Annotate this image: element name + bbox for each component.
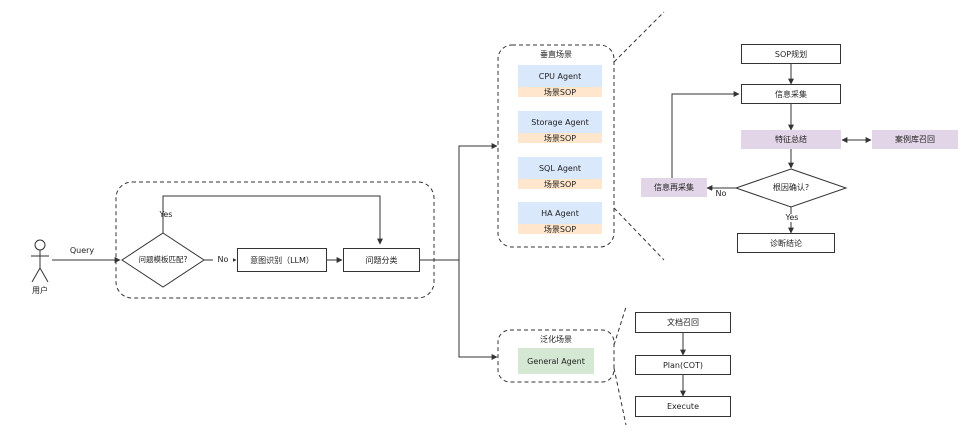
intent-recognition-box[interactable]: 意图识别（LLM） — [237, 248, 327, 272]
vertical-group-frame — [497, 44, 615, 248]
plan-cot-box[interactable]: Plan(COT) — [635, 355, 731, 375]
info-recollect-box[interactable]: 信息再采集 — [641, 178, 707, 197]
zoom-line-bottom — [613, 207, 665, 261]
branch-to-vertical-arrow — [458, 143, 498, 260]
general-agent-box[interactable]: General Agent — [518, 348, 594, 374]
user-label: 用户 — [32, 286, 48, 295]
template-match-label: 问题模板匹配? — [138, 255, 188, 264]
recollect-loop-arrow — [671, 91, 740, 178]
ha-agent-box[interactable]: HA Agent — [518, 202, 602, 224]
stick-figure-user-icon — [31, 239, 49, 283]
yes-loop-arrow — [162, 195, 383, 245]
no-label: No — [213, 256, 233, 264]
ha-sop-box: 场景SOP — [518, 224, 602, 234]
case-recall-box[interactable]: 案例库召回 — [872, 130, 958, 149]
question-classify-box[interactable]: 问题分类 — [343, 248, 420, 272]
yes-label: Yes — [159, 210, 173, 219]
zoom-line-general-top — [613, 306, 627, 346]
general-group-title: 泛化场景 — [540, 335, 572, 344]
storage-agent-box[interactable]: Storage Agent — [518, 111, 602, 133]
pipeline-group-frame — [115, 181, 435, 299]
decision-no-label: No — [712, 190, 730, 198]
sql-agent-box[interactable]: SQL Agent — [518, 157, 602, 179]
vertical-group-title: 垂直场景 — [540, 50, 572, 59]
general-group-frame — [497, 329, 615, 383]
zoom-line-general-bottom — [613, 367, 627, 426]
query-label: Query — [69, 246, 95, 255]
branch-to-general-arrow — [458, 260, 498, 360]
storage-sop-box: 场景SOP — [518, 133, 602, 143]
cpu-agent-box[interactable]: CPU Agent — [518, 65, 602, 87]
diagnosis-box[interactable]: 诊断结论 — [737, 233, 835, 253]
sql-sop-box: 场景SOP — [518, 179, 602, 189]
decision-yes-label: Yes — [782, 214, 802, 222]
zoom-line-top — [613, 11, 665, 63]
info-collect-box[interactable]: 信息采集 — [741, 84, 841, 104]
root-cause-label: 根因确认? — [772, 183, 810, 192]
doc-recall-box[interactable]: 文档召回 — [635, 312, 731, 333]
feature-summary-box[interactable]: 特征总结 — [741, 130, 841, 149]
template-match-diamond — [121, 232, 205, 288]
sop-plan-box[interactable]: SOP规划 — [741, 44, 841, 64]
cpu-sop-box: 场景SOP — [518, 87, 602, 97]
execute-box[interactable]: Execute — [635, 396, 731, 417]
